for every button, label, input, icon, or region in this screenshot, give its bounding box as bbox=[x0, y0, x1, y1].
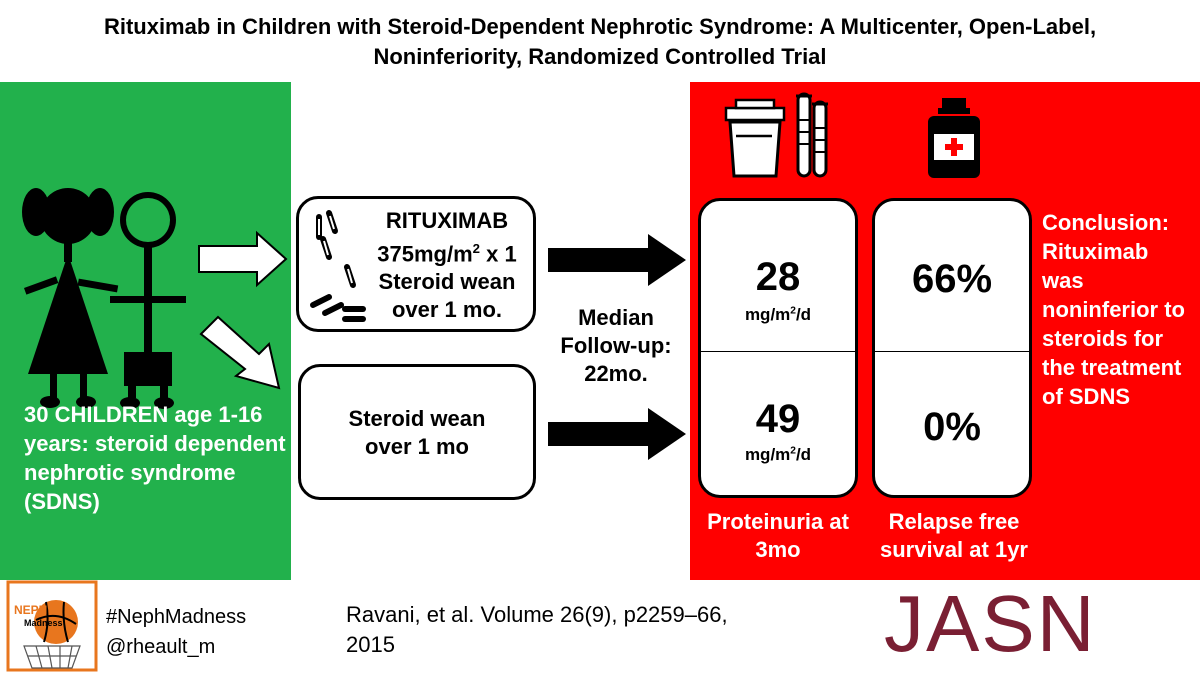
rituximab-wean-duration: over 1 mo. bbox=[391, 297, 503, 323]
proteinuria-steroid-unit: mg/m2/d bbox=[744, 445, 812, 464]
children-icon bbox=[22, 188, 186, 409]
proteinuria-rituximab-value: 28 bbox=[755, 255, 801, 299]
proteinuria-steroid-value: 49 bbox=[755, 397, 801, 441]
relapse-box: 66% 0% bbox=[872, 198, 1032, 498]
logo-text: NEPH bbox=[14, 603, 47, 617]
nephmadness-logo: NEPH Madness bbox=[6, 580, 98, 672]
urine-sample-icon bbox=[724, 92, 828, 178]
proteinuria-divider bbox=[701, 351, 855, 352]
title-line-2: Noninferiority, Randomized Controlled Tr… bbox=[373, 44, 827, 69]
medication-bottle-icon bbox=[928, 98, 980, 178]
results-panel: 28 mg/m2/d 49 mg/m2/d 66% 0% Proteinuria… bbox=[690, 82, 1200, 580]
citation-text: Ravani, et al. Volume 26(9), p2259–66, 2… bbox=[346, 602, 728, 657]
proteinuria-rituximab-unit: mg/m2/d bbox=[744, 305, 812, 324]
steroid-wean-line: Steroid wean bbox=[348, 406, 486, 431]
proteinuria-label: Proteinuria at 3mo bbox=[707, 509, 849, 562]
arrow-to-rituximab bbox=[198, 230, 288, 288]
arrow-to-steroid bbox=[199, 315, 281, 390]
logo-text-2: Madness bbox=[24, 618, 63, 628]
followup-text: Median Follow-up: 22mo. bbox=[560, 305, 672, 386]
journal-logo: JASN bbox=[884, 579, 1097, 668]
hashtag-text: #NephMadness bbox=[106, 606, 247, 628]
steroid-arm-box: Steroid wean over 1 mo bbox=[298, 364, 536, 500]
title-line-1: Rituximab in Children with Steroid-Depen… bbox=[103, 14, 1097, 39]
population-panel: 30 CHILDREN age 1-16 years: steroid depe… bbox=[0, 82, 291, 580]
rituximab-wean-line: Steroid wean bbox=[378, 269, 516, 295]
proteinuria-box: 28 mg/m2/d 49 mg/m2/d bbox=[698, 198, 858, 498]
population-text: 30 CHILDREN age 1-16 years: steroid depe… bbox=[24, 402, 286, 514]
conclusion-text: Conclusion: Rituximab was noninferior to… bbox=[1042, 210, 1185, 409]
rituximab-label: RITUXIMAB bbox=[385, 208, 509, 233]
relapse-rituximab-value: 66% bbox=[911, 257, 993, 301]
antibody-icon bbox=[310, 210, 366, 322]
twitter-handle: @rheault_m bbox=[106, 636, 216, 658]
rituximab-dose: 375mg/m2 x 1 bbox=[377, 241, 517, 267]
steroid-wean-duration: over 1 mo bbox=[365, 434, 469, 459]
relapse-label: Relapse free survival at 1yr bbox=[880, 509, 1028, 562]
relapse-divider bbox=[875, 351, 1029, 352]
rituximab-arm-text: RITUXIMAB 375mg/m2 x 1 Steroid wean over… bbox=[359, 207, 535, 324]
rituximab-arm-box: RITUXIMAB 375mg/m2 x 1 Steroid wean over… bbox=[296, 196, 536, 332]
page-title: Rituximab in Children with Steroid-Depen… bbox=[0, 12, 1200, 72]
steroid-arm-text: Steroid wean over 1 mo bbox=[301, 405, 533, 461]
arrow-rituximab-to-results bbox=[548, 234, 686, 286]
relapse-steroid-value: 0% bbox=[923, 405, 981, 449]
arrow-steroid-to-results bbox=[548, 408, 686, 460]
